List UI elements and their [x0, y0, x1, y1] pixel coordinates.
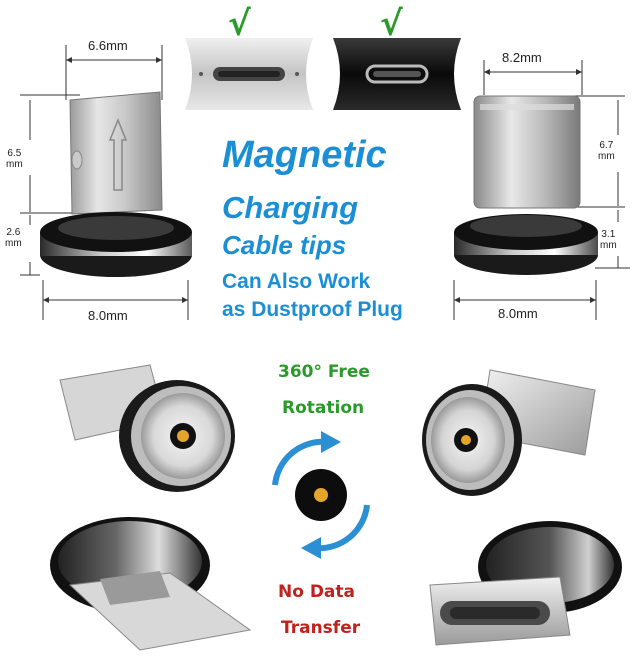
- headline-dustproof-plug: as Dustproof Plug: [222, 298, 403, 321]
- transfer-line2: Transfer: [281, 618, 361, 638]
- lightning-tip-front-icon: [59, 364, 235, 492]
- typec-tip-height-label: 6.7 mm: [598, 140, 615, 162]
- headline-can-also-work: Can Also Work: [222, 270, 371, 293]
- rotation-graphic: [255, 425, 385, 565]
- transfer-line1: No Data: [278, 582, 356, 602]
- lightning-bottom-width-label: 8.0mm: [88, 308, 128, 323]
- typec-port-icon: [333, 38, 461, 110]
- rotation-line2: Rotation: [282, 398, 365, 418]
- typec-bottom-width-label: 8.0mm: [498, 306, 538, 321]
- typec-tip-photo-rear: [410, 515, 630, 655]
- lightning-port-icon: [185, 38, 313, 110]
- typec-tip-diagram: 8.2mm 6.7 mm 3.1 mm 8.0mm: [440, 0, 640, 335]
- headline-cable-tips: Cable tips: [222, 230, 347, 260]
- lightning-top-width-label: 6.6mm: [88, 38, 128, 53]
- lightning-tip-photo-rear: [40, 505, 260, 655]
- lightning-port-photo: [185, 38, 313, 110]
- headline-charging: Charging: [222, 190, 359, 225]
- typec-tip-drawing: [453, 60, 630, 320]
- lightning-base-height-label: 2.6 mm: [5, 227, 22, 249]
- rotate-arrows-icon: [272, 431, 370, 559]
- lightning-tip-height-label: 6.5 mm: [6, 148, 23, 170]
- headline-magnetic: Magnetic: [222, 134, 387, 176]
- rotation-line1: 360° Free: [278, 362, 370, 382]
- typec-tip-rear-icon: [429, 521, 622, 646]
- lightning-tip-photo-front: [55, 360, 235, 495]
- typec-top-width-label: 8.2mm: [502, 50, 542, 65]
- typec-tip-photo-front: [420, 360, 610, 500]
- lightning-tip-diagram: 6.6mm 6.5 mm 2.6 mm 8.0mm: [0, 0, 200, 335]
- lightning-tip-rear-icon: [50, 517, 252, 651]
- checkmark-icon: √: [228, 4, 251, 44]
- checkmark-icon: √: [380, 4, 403, 44]
- typec-port-photo: [333, 38, 461, 110]
- typec-tip-front-icon: [422, 369, 596, 496]
- lightning-tip-drawing: [20, 45, 192, 320]
- typec-base-height-label: 3.1 mm: [600, 229, 617, 251]
